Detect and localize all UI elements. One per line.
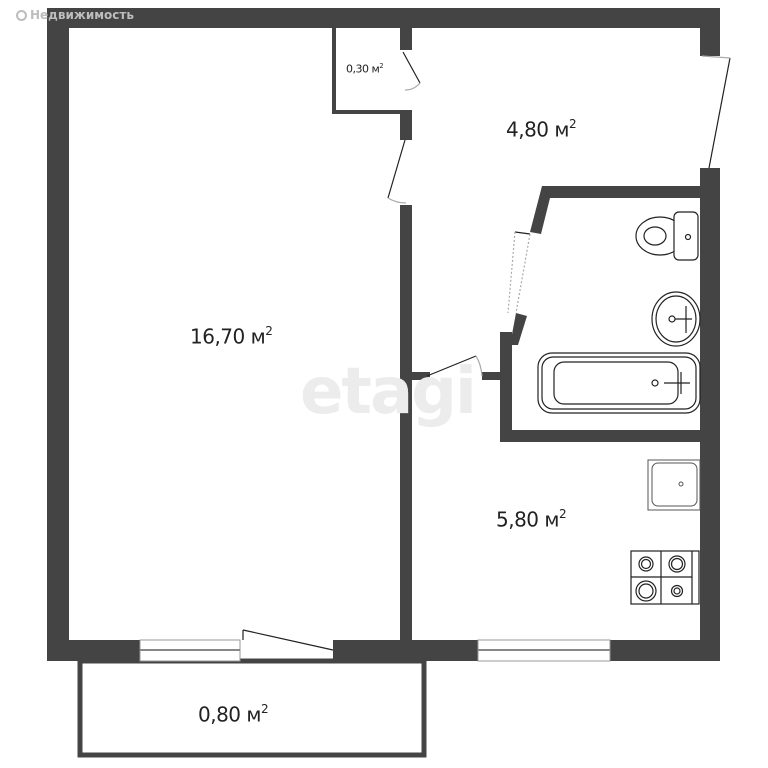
walls (47, 8, 720, 661)
area-value: 0,30 (346, 62, 369, 76)
area-value: 16,70 (190, 324, 245, 349)
brand-name: Недвижимость (30, 8, 134, 22)
balcony-outline (77, 658, 427, 758)
doors (242, 51, 731, 651)
area-sup: 2 (379, 62, 384, 70)
room-label-hallway: 4,80 м2 (506, 117, 577, 142)
bathtub-icon (537, 352, 701, 414)
windows (139, 639, 611, 662)
area-value: 4,80 (506, 117, 549, 142)
room-label-balcony: 0,80 м2 (198, 702, 269, 727)
watermark: etagi (300, 355, 477, 429)
washbasin-icon (651, 291, 701, 347)
toilet-icon (635, 211, 699, 261)
room-label-living-room: 16,70 м2 (190, 324, 273, 349)
room-label-closet: 0,30 м2 (346, 62, 383, 76)
area-unit: м (371, 62, 380, 76)
area-sup: 2 (558, 507, 567, 521)
stove-icon (630, 550, 700, 605)
area-sup: 2 (568, 117, 577, 131)
room-label-kitchen: 5,80 м2 (496, 507, 567, 532)
circle-logo-icon (16, 9, 27, 21)
brand: Недвижимость (16, 8, 134, 22)
kitchen-sink-icon (647, 459, 701, 511)
area-value: 0,80 (198, 702, 241, 727)
area-unit: м (250, 324, 266, 349)
area-unit: м (246, 702, 261, 727)
area-unit: м (554, 117, 569, 142)
area-sup: 2 (260, 702, 269, 716)
area-unit: м (544, 507, 559, 532)
area-value: 5,80 (496, 507, 539, 532)
area-sup: 2 (265, 324, 273, 338)
